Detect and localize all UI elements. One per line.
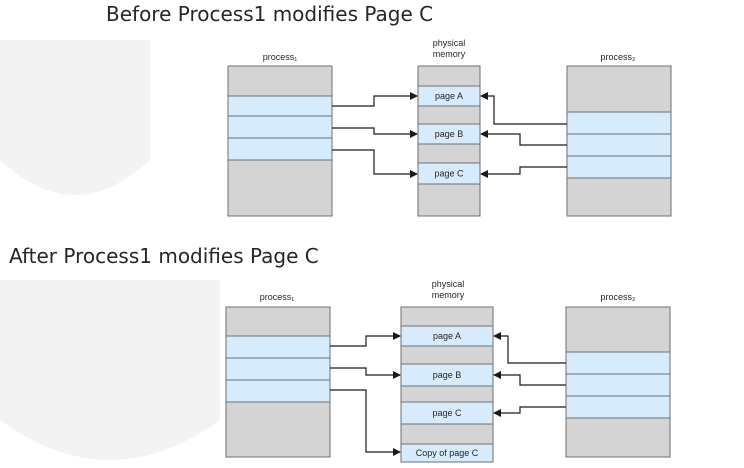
watermark-crest xyxy=(0,40,220,460)
arrow-p1-to-page xyxy=(332,149,418,178)
process1-page-row xyxy=(225,379,331,403)
process1-label: process₁ xyxy=(260,292,295,302)
memory-page xyxy=(400,443,494,463)
arrow-p1-to-page xyxy=(332,127,418,138)
arrow-p2-to-page xyxy=(493,371,566,386)
memory-page-label: Copy of page C xyxy=(416,448,479,458)
arrow-p2-to-page xyxy=(493,332,566,364)
process2-page-row xyxy=(566,133,672,157)
process2-label: process₂ xyxy=(600,292,636,302)
process1-page-row xyxy=(225,357,331,381)
process1-page-row xyxy=(225,335,331,359)
arrow-p2-to-page xyxy=(493,406,566,417)
memory-page-label: page C xyxy=(434,169,464,179)
memory-page-label: page C xyxy=(432,408,462,418)
arrow-p2-to-page xyxy=(480,130,567,146)
process2-page-row xyxy=(566,155,672,179)
arrow-p1-to-page xyxy=(332,92,418,107)
arrow-p2-to-page xyxy=(480,92,567,125)
process1-label: process₁ xyxy=(263,52,298,62)
process2-page-row xyxy=(566,111,672,135)
process2-page-row xyxy=(565,395,671,419)
process1-page-row xyxy=(227,115,333,139)
process2-page-row xyxy=(565,373,671,397)
memory-page-label: page A xyxy=(433,331,461,341)
process1-page-row xyxy=(227,95,333,117)
process2-page-row xyxy=(565,351,671,375)
arrow-p1-to-page xyxy=(330,332,401,347)
arrow-p1-to-page xyxy=(330,367,401,379)
memory-page-label: page A xyxy=(435,91,463,101)
memory-label: memory xyxy=(432,290,465,300)
process2-label: process₂ xyxy=(600,52,636,62)
memory-label: physical xyxy=(433,38,466,48)
process1-page-row xyxy=(227,137,333,161)
memory-label: memory xyxy=(433,49,466,59)
arrow-p1-to-copy xyxy=(330,389,401,456)
section-title-before: Before Process1 modifies Page C xyxy=(106,2,434,26)
memory-page-label: page B xyxy=(433,370,462,380)
arrow-p2-to-page xyxy=(480,166,567,178)
memory-label: physical xyxy=(432,279,465,289)
memory-page-label: page B xyxy=(435,129,464,139)
section-title-after: After Process1 modifies Page C xyxy=(9,244,319,268)
